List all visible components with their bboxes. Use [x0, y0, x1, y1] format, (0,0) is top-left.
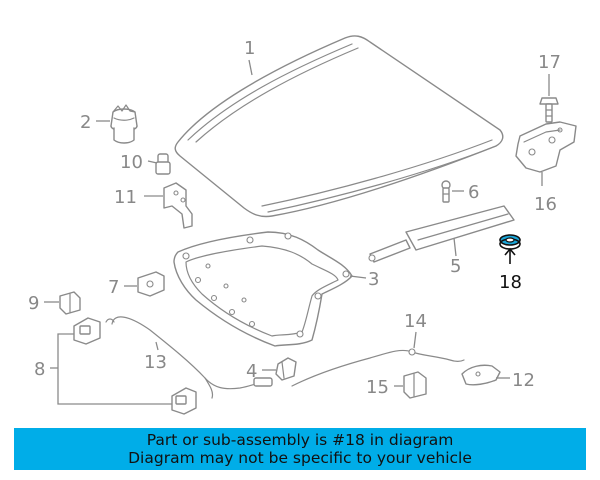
callout-8: 8 [34, 359, 45, 380]
part-8-latch-set: 8 [34, 317, 197, 415]
info-banner: Part or sub-assembly is #18 in diagram D… [14, 428, 586, 470]
part-7-bracket: 7 [108, 271, 165, 298]
part-4-clip: 4 [246, 357, 297, 382]
part-5-support-strut: 5 [368, 205, 515, 277]
part-10-buffer: 10 [120, 152, 171, 175]
callout-5: 5 [450, 256, 461, 277]
part-2-bump-stop: 2 [80, 104, 138, 144]
callout-17: 17 [538, 52, 561, 73]
part-17-bolt: 17 [538, 52, 561, 123]
callout-10: 10 [120, 152, 143, 173]
part-13-release-cable: 13 [105, 316, 273, 399]
part-14-cable: 14 [291, 311, 465, 387]
part-9-clip: 9 [28, 291, 81, 315]
callout-6: 6 [468, 182, 479, 203]
part-12-lever: 12 [461, 364, 535, 391]
part-6-ball-stud: 6 [441, 180, 479, 203]
part-1-hood: 1 [174, 35, 504, 218]
callout-4: 4 [246, 361, 257, 382]
part-18-grommet: 18 [499, 234, 522, 293]
callout-3: 3 [368, 269, 379, 290]
callout-9: 9 [28, 293, 39, 314]
callout-13: 13 [144, 352, 167, 373]
part-3-insulator: 3 [173, 231, 379, 347]
callout-18: 18 [499, 272, 522, 293]
callout-7: 7 [108, 277, 119, 298]
part-11-hinge: 11 [114, 182, 193, 229]
part-16-hinge-bracket: 16 [515, 121, 577, 215]
callout-15: 15 [366, 377, 389, 398]
banner-line-1: Part or sub-assembly is #18 in diagram [146, 431, 454, 449]
callout-16: 16 [534, 194, 557, 215]
callout-12: 12 [512, 370, 535, 391]
callout-14: 14 [404, 311, 427, 332]
callout-2: 2 [80, 112, 91, 133]
callout-1: 1 [244, 38, 255, 59]
banner-line-2: Diagram may not be specific to your vehi… [128, 449, 472, 467]
callout-11: 11 [114, 187, 137, 208]
part-15-handle: 15 [366, 371, 427, 399]
